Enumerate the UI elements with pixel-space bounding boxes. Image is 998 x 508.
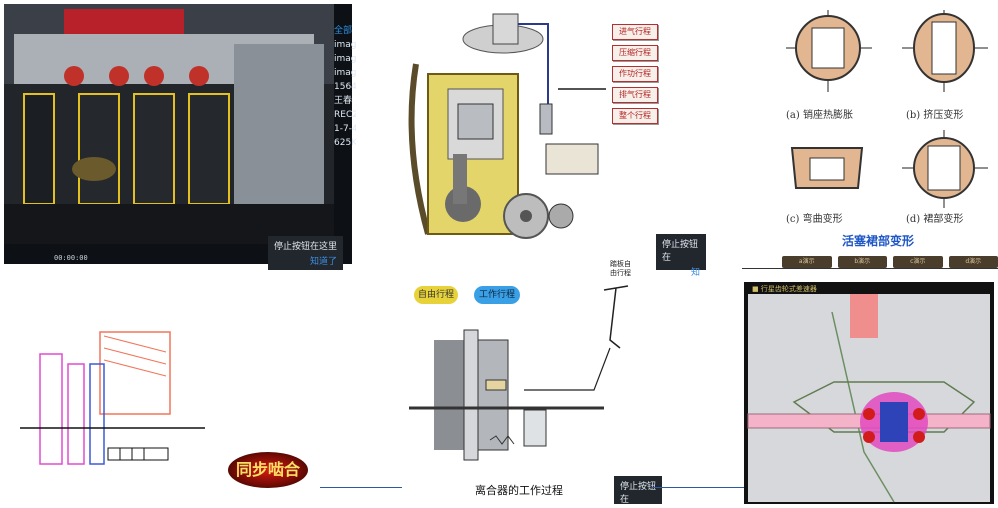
extrusion-deformation-figure xyxy=(902,10,988,92)
pin-boss-expansion-figure xyxy=(786,10,872,92)
differential-render xyxy=(747,294,991,503)
file-list-item[interactable]: imag xyxy=(334,40,356,50)
video-timecode: 00:00:00 xyxy=(54,254,88,262)
bending-deformation-figure xyxy=(790,147,864,189)
skirt-deformation-figure xyxy=(902,130,988,208)
engine-video-player[interactable]: 全部 imag imag imag 1564 王春 REC2 1-7-4 625… xyxy=(4,4,356,270)
free-stroke-button[interactable]: 自由行程 xyxy=(414,286,458,304)
dismiss-link[interactable]: 知道了 xyxy=(310,257,338,267)
intake-stroke-button[interactable]: 进气行程 xyxy=(612,24,658,40)
exhaust-stroke-button[interactable]: 排气行程 xyxy=(612,87,658,103)
figure-caption-a: (a) 销座热膨胀 xyxy=(786,110,853,121)
file-list-item[interactable]: 625K xyxy=(334,138,356,148)
divider xyxy=(742,268,998,269)
demo-tab-a[interactable]: a演示 xyxy=(782,256,832,268)
piston-deformation-diagrams xyxy=(786,10,988,208)
file-list-item[interactable]: imag xyxy=(334,68,356,78)
demo-tab-d[interactable]: d演示 xyxy=(948,256,998,268)
demo-tab-c[interactable]: c演示 xyxy=(893,256,943,268)
demo-tab-bar: a演示 b演示 c演示 d演示 xyxy=(782,256,998,268)
stop-tooltip-text: 停止按钮在 xyxy=(620,482,657,505)
differential-3d-viewer[interactable]: ■ 行星齿轮式差速器 xyxy=(744,282,994,504)
file-list-item[interactable]: imag xyxy=(334,54,356,64)
synchro-gear-diagram xyxy=(20,331,205,465)
divider xyxy=(320,487,402,488)
file-list-item[interactable]: 1564 xyxy=(334,82,356,92)
figure-caption-c: (c) 弯曲变形 xyxy=(786,214,843,225)
figure-caption-d: (d) 裙部变形 xyxy=(906,214,964,225)
work-stroke-button[interactable]: 工作行程 xyxy=(474,286,520,304)
demo-tab-b[interactable]: b演示 xyxy=(837,256,887,268)
differential-header: ■ 行星齿轮式差速器 xyxy=(752,285,817,293)
compression-stroke-button[interactable]: 压缩行程 xyxy=(612,45,658,61)
engine-cutaway-video-frame xyxy=(4,4,334,244)
stop-tooltip: 停止按钮在这里 知道了 xyxy=(268,236,344,270)
piston-title: 活塞裙部变形 xyxy=(842,234,915,248)
stop-tooltip-3: 停止按钮在 xyxy=(614,476,662,505)
file-list-item[interactable]: 王春 xyxy=(334,96,353,106)
tab-all[interactable]: 全部 xyxy=(334,26,353,36)
stop-tooltip-text: 停止按钮在这里 xyxy=(274,242,338,252)
stop-tooltip-2: 停止按钮在 知 xyxy=(656,234,706,278)
file-list-item[interactable]: 1-7-4 xyxy=(334,124,356,134)
divider xyxy=(652,487,744,488)
clutch-caption: 离合器的工作过程 xyxy=(475,484,563,497)
engine-schematic xyxy=(408,13,606,239)
pedal-label: 踏板自 由行程 xyxy=(610,260,631,278)
full-cycle-button[interactable]: 整个行程 xyxy=(612,108,658,124)
sync-mesh-button[interactable]: 同步啮合 xyxy=(228,452,308,488)
pedal-label-line: 由行程 xyxy=(610,269,631,277)
power-stroke-button[interactable]: 作功行程 xyxy=(612,66,658,82)
file-list-item[interactable]: REC2 xyxy=(334,110,356,120)
clutch-diagram xyxy=(409,285,629,461)
stroke-button-group: 进气行程 压缩行程 作功行程 排气行程 整个行程 xyxy=(612,24,658,129)
stop-tooltip-text: 停止按钮在 xyxy=(662,240,699,263)
dismiss-link[interactable]: 知 xyxy=(690,268,700,278)
file-list-sidebar: 全部 imag imag imag 1564 王春 REC2 1-7-4 625… xyxy=(334,24,356,154)
figure-caption-b: (b) 挤压变形 xyxy=(906,110,964,121)
pedal-label-line: 踏板自 xyxy=(610,260,631,268)
